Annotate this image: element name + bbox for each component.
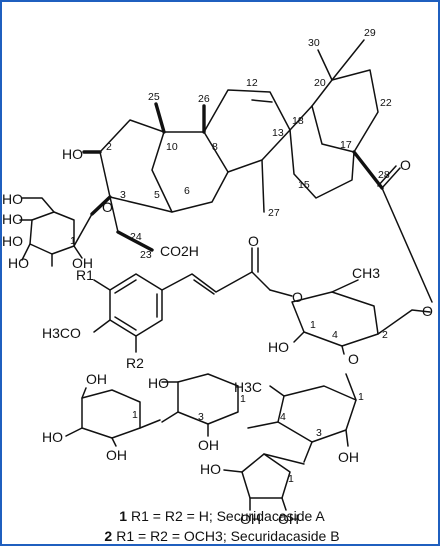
- pos-27: 27: [268, 207, 280, 219]
- label-glc-ho-3: HO: [2, 233, 23, 249]
- label-o-fuc-rha: O: [348, 351, 359, 367]
- pos-8: 8: [212, 141, 218, 153]
- label-glc-ho-6: HO: [2, 191, 23, 207]
- glucose-ring: [19, 197, 93, 267]
- pos-28: 28: [378, 169, 390, 181]
- aryl-ring: [93, 273, 163, 353]
- label-acid: CO2H: [160, 243, 199, 259]
- acrylate-chain: [161, 247, 293, 297]
- legend-text: R1 = R2 = OCH3; Securidacaside B: [116, 528, 340, 544]
- ring-e: [311, 39, 384, 190]
- label-glycoside-o: O: [422, 303, 433, 319]
- pos-10: 10: [166, 141, 178, 153]
- ring-a: [82, 119, 173, 252]
- legend-number: 1: [119, 508, 127, 524]
- pos-25: 25: [148, 91, 160, 103]
- label-h3c-rha: H3C: [234, 379, 262, 395]
- label-ring-o-c3: O: [102, 199, 113, 215]
- fucose-ring: [291, 279, 431, 355]
- label-oh-term: OH: [86, 371, 107, 387]
- label-glc-ho-2: HO: [8, 255, 29, 271]
- pos-17: 17: [340, 139, 352, 151]
- ring-b: [151, 102, 229, 213]
- rhamnose-ring: [247, 373, 357, 463]
- label-ester-o-fuc: O: [292, 289, 303, 305]
- pos-6: 6: [184, 185, 190, 197]
- pos-xyl-3: 3: [198, 411, 204, 423]
- pos-20: 20: [314, 77, 326, 89]
- pos-2: 2: [106, 141, 112, 153]
- pos-23: 23: [140, 249, 152, 261]
- pos-5: 5: [154, 189, 160, 201]
- pos-fuc-1: 2: [382, 329, 388, 341]
- pos-30: 30: [308, 37, 320, 49]
- label-oh-api-2: OH: [278, 511, 299, 527]
- pos-rha-4: 4: [280, 411, 286, 423]
- pos-api-1: 1: [288, 473, 294, 485]
- label-oh-term-2: OH: [106, 447, 127, 463]
- ring-d: [289, 105, 355, 199]
- pos-glc-1: 1: [70, 235, 76, 247]
- pos-26: 26: [198, 93, 210, 105]
- label-oh-xyl: OH: [198, 437, 219, 453]
- c28-ester: [377, 165, 433, 303]
- label-oh-rha: OH: [338, 449, 359, 465]
- label-ho-api: HO: [200, 461, 221, 477]
- xylose-ring: [161, 373, 239, 437]
- terminal-ring: [65, 387, 161, 447]
- legend-number: 2: [104, 528, 113, 544]
- pos-fuc-2: 4: [332, 329, 338, 341]
- pos-fuc-4: 1: [310, 319, 316, 331]
- label-ho-fuc: HO: [268, 339, 289, 355]
- label-ester-o: O: [248, 233, 259, 249]
- label-r2: R2: [126, 355, 144, 371]
- apiose-ring: [223, 453, 305, 511]
- pos-3: 3: [120, 189, 126, 201]
- label-carbonyl-o: O: [400, 157, 411, 173]
- pos-12: 12: [246, 77, 258, 89]
- pos-18: 18: [292, 115, 304, 127]
- pos-xyl-1: 1: [240, 393, 246, 405]
- label-methoxy: H3CO: [42, 325, 81, 341]
- pos-13: 13: [272, 127, 284, 139]
- pos-term-1: 1: [132, 409, 138, 421]
- label-ho-xyl: HO: [148, 375, 169, 391]
- pos-29: 29: [364, 27, 376, 39]
- position-numbers: 30 29 20 22 12 18 17 28 25 26 13 2 10 8 …: [70, 27, 392, 485]
- pos-15: 15: [298, 179, 310, 191]
- pos-24: 24: [130, 231, 142, 243]
- pos-22: 22: [380, 97, 392, 109]
- group-labels: HO O O CO2H HO HO HO HO OH R1 H3CO R2 O …: [2, 146, 433, 527]
- label-ch3: CH3: [352, 265, 380, 281]
- pos-rha-1: 1: [358, 391, 364, 403]
- label-glc-oh-1: OH: [72, 255, 93, 271]
- label-ho-c2: HO: [62, 146, 83, 162]
- label-r1: R1: [76, 267, 94, 283]
- legend-text: R1 = R2 = H; Securidacaside A: [131, 508, 325, 524]
- label-glc-ho-4: HO: [2, 211, 23, 227]
- pos-rha-3: 3: [316, 427, 322, 439]
- label-oh-api-1: OH: [240, 511, 261, 527]
- label-ho-term: HO: [42, 429, 63, 445]
